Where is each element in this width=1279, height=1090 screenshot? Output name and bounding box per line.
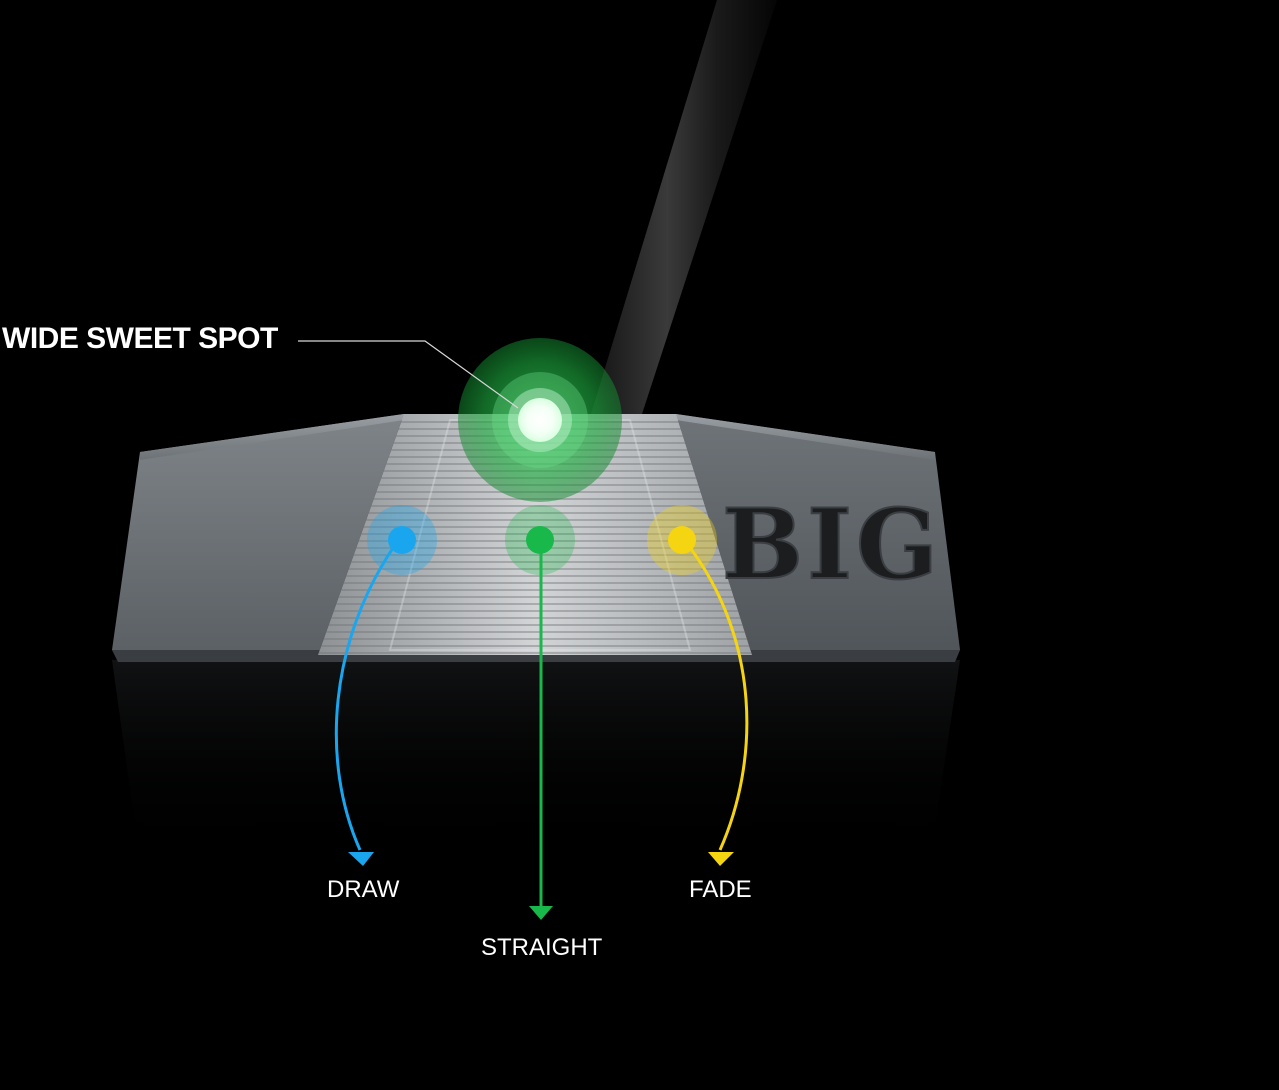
straight-impact-dot — [505, 505, 575, 575]
wide-sweet-spot-label: WIDE SWEET SPOT — [2, 322, 278, 355]
straight-label: STRAIGHT — [481, 934, 603, 961]
sweet-spot-indicator — [458, 338, 622, 502]
fade-arrow — [686, 544, 749, 866]
draw-label: DRAW — [327, 876, 400, 903]
putter-head — [112, 414, 960, 662]
big-logo-text: BIG — [722, 488, 942, 601]
reflection — [112, 660, 960, 860]
big-logo: BIG — [721, 487, 942, 602]
draw-arrow — [334, 544, 397, 866]
straight-arrow — [529, 545, 553, 920]
fade-impact-dot — [647, 505, 717, 575]
sweet-spot-callout-line — [298, 340, 519, 409]
draw-impact-dot — [367, 505, 437, 575]
fade-label: FADE — [689, 876, 752, 903]
putter-shaft — [577, 0, 777, 460]
